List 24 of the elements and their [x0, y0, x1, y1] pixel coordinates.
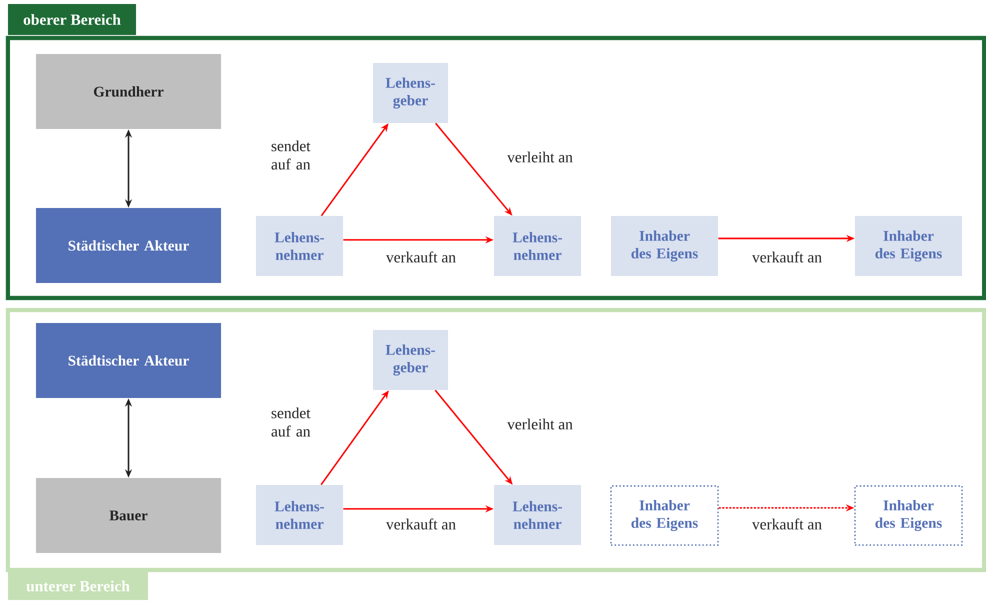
edge-label: verkauft an [384, 517, 458, 531]
edge-label: sendet auf an [270, 406, 322, 438]
role-box: Inhaber des Eigens [611, 216, 718, 276]
role-box: Lehens- nehmer [256, 216, 344, 276]
role-box: Inhaber des Eigens [610, 485, 719, 546]
edge-label: verkauft an [384, 250, 458, 264]
role-box: Inhaber des Eigens [854, 485, 963, 546]
actor-box: Städtischer Akteur [36, 208, 222, 284]
edge-label: sendet auf an [270, 139, 322, 171]
edge-label: verkauft an [750, 250, 824, 264]
role-box: Lehens- nehmer [256, 485, 344, 546]
role-box: Lehens- geber [373, 63, 448, 123]
edge-label: verleiht an [506, 150, 574, 164]
role-box: Inhaber des Eigens [855, 216, 962, 276]
name-box: Bauer [36, 478, 222, 554]
name-box: Grundherr [36, 54, 222, 130]
band-tab: oberer Bereich [8, 4, 136, 35]
edge-label: verleiht an [506, 417, 574, 431]
actor-box: Städtischer Akteur [36, 323, 222, 398]
role-box: Lehens- geber [373, 330, 448, 390]
band-tab: unterer Bereich [8, 572, 148, 600]
role-box: Lehens- nehmer [494, 485, 582, 546]
edge-label: verkauft an [750, 517, 824, 531]
role-box: Lehens- nehmer [494, 216, 582, 276]
